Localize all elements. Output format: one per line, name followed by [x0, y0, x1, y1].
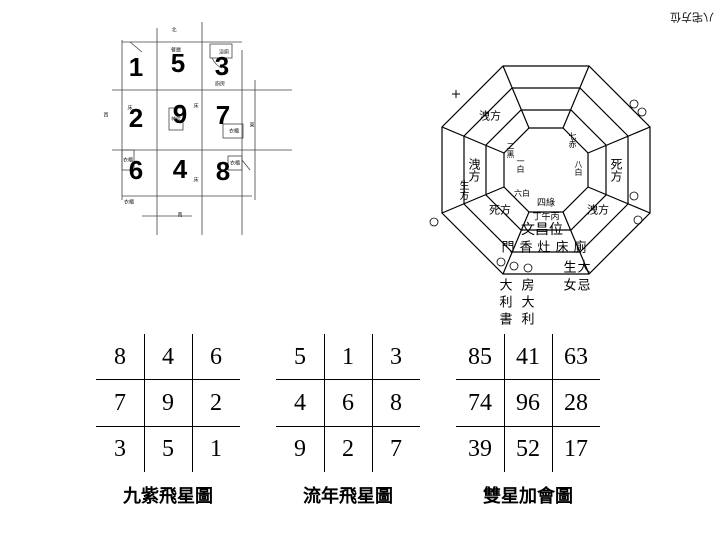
bagua-outer-stove: 灶 — [537, 240, 551, 256]
bagua-outer-li-1: 利 — [521, 312, 535, 328]
bagua-outer-incense: 香 — [519, 240, 533, 256]
grid3-caption: 雙星加會圖 — [483, 486, 573, 507]
grid3-cell-nw: 85 — [468, 343, 492, 370]
grid2-cell-ne: 3 — [390, 343, 402, 370]
bagua-outer-da-2: 大 — [521, 295, 535, 311]
grid1-cell-e: 2 — [210, 389, 222, 416]
bagua-inner-erhei: 二黑 — [506, 142, 515, 158]
annual-flying-star-chart: 5 1 3 4 6 8 9 2 7 — [276, 334, 420, 472]
plan-label-altar: 神位 — [170, 116, 182, 123]
grid3-cell-w: 74 — [468, 389, 492, 416]
grid2-cell-e: 8 — [390, 389, 402, 416]
double-star-combination-chart: 85 41 63 74 96 28 39 52 17 — [456, 334, 600, 472]
bagua-outer-door: 門 — [501, 240, 515, 256]
grid1-cell-n: 4 — [162, 343, 174, 370]
bagua-inner-sixiu: 四綠 — [536, 198, 556, 209]
plan-label-bed-2: 床 — [193, 177, 199, 184]
plan-label-wardrobe-1: 衣櫃 — [122, 157, 134, 164]
bagua-diagram: 八宅方位 文昌位 門 香 灶 床 廁 生 女 大 忌 房 大 利 大 利 書 死… — [372, 0, 720, 330]
plan-number-s: 4 — [172, 154, 188, 184]
bagua-middle-sw: 生方 — [457, 180, 468, 200]
bagua-middle-west: 洩方 — [467, 158, 481, 182]
plan-label-bath: 浴廁 — [218, 49, 230, 56]
plan-label-wardrobe-3: 衣櫃 — [229, 160, 241, 167]
bagua-inner-yibai: 一白 — [516, 157, 525, 173]
bagua-outer-bed: 床 — [555, 240, 569, 256]
bagua-inner-qichi: 七赤 — [568, 132, 577, 148]
bagua-outer-da-1: 大 — [577, 260, 591, 276]
grid1-cell-sw: 3 — [114, 435, 126, 462]
bagua-outer-ji: 忌 — [577, 278, 591, 294]
floor-plan: 1 5 3 2 9 7 6 4 8 北 南 西 東 廚房 浴廁 餐廳 床 床 床… — [103, 10, 292, 235]
grid1-cell-ne: 6 — [210, 343, 222, 370]
bagua-outer-shu: 書 — [499, 312, 513, 328]
plan-number-nw: 1 — [128, 52, 144, 82]
grid2-cell-nw: 5 — [294, 343, 306, 370]
floor-plan-lines — [112, 22, 292, 235]
plan-label-bed-1: 床 — [193, 103, 199, 110]
plan-label-kitchen: 廚房 — [214, 81, 226, 88]
grid1-cell-center: 9 — [162, 389, 174, 416]
bagua-inner-south: 丁午丙 — [532, 212, 560, 223]
grid1-cell-nw: 8 — [114, 343, 126, 370]
plan-number-sw: 6 — [128, 155, 144, 185]
bagua-outer-nv: 女 — [563, 278, 577, 294]
bagua-outer-toilet: 廁 — [573, 240, 587, 256]
bagua-middle-s-w: 死方 — [489, 203, 511, 217]
plan-number-n: 5 — [170, 48, 186, 78]
grid2-cell-n: 1 — [342, 343, 354, 370]
grid3-cell-s: 52 — [516, 435, 540, 462]
bagua-middle-east: 死方 — [609, 158, 623, 182]
plan-label-bed-3: 床 — [127, 105, 133, 112]
plan-label-west: 西 — [103, 112, 109, 119]
plan-number-ne: 3 — [214, 51, 230, 81]
bagua-outer-sheng: 生 — [563, 260, 577, 276]
bagua-inner-babai: 八白 — [574, 160, 583, 176]
grid3-cell-se: 17 — [564, 435, 588, 462]
grid2-caption: 流年飛星圖 — [303, 486, 393, 507]
plan-label-wardrobe-2: 衣櫃 — [228, 128, 240, 135]
bagua-inner-liubai: 六白 — [514, 189, 530, 198]
bagua-middle-se: 洩方 — [587, 203, 609, 217]
plan-number-w: 2 — [128, 103, 144, 133]
plan-label-south: 南 — [177, 212, 183, 219]
bagua-outer-fang: 房 — [521, 278, 535, 294]
bagua-outer-da-3: 大 — [499, 278, 513, 294]
grid3-cell-n: 41 — [516, 343, 540, 370]
plan-label-wardrobe-4: 衣櫃 — [123, 199, 135, 206]
grid3-cell-sw: 39 — [468, 435, 492, 462]
plan-number-center: 9 — [172, 99, 188, 129]
grid3-cell-center: 96 — [516, 389, 540, 416]
bagua-wenchang: 文昌位 — [521, 222, 563, 238]
plan-number-e: 7 — [215, 100, 231, 130]
grid2-cell-w: 4 — [294, 389, 306, 416]
grid2-cell-center: 6 — [342, 389, 354, 416]
bagua-title: 八宅方位 — [670, 10, 714, 24]
grid3-cell-e: 28 — [564, 389, 588, 416]
plan-label-dining: 餐廳 — [170, 47, 182, 54]
bagua-outer-li-2: 利 — [499, 295, 513, 311]
grid1-cell-s: 5 — [162, 435, 174, 462]
plan-label-north: 北 — [171, 27, 177, 34]
grid3-cell-ne: 63 — [564, 343, 588, 370]
nine-purple-star-chart: 8 4 6 7 9 2 3 5 1 — [96, 334, 240, 472]
bagua-middle-nw: 洩方 — [479, 109, 501, 123]
grid1-cell-se: 1 — [210, 435, 222, 462]
bagua-octagon-rings — [429, 65, 651, 275]
plan-number-se: 8 — [215, 156, 231, 186]
grid1-cell-w: 7 — [114, 389, 126, 416]
grid2-cell-s: 2 — [342, 435, 354, 462]
grid2-cell-se: 7 — [390, 435, 402, 462]
grid2-cell-sw: 9 — [294, 435, 306, 462]
grid1-caption: 九紫飛星圖 — [123, 486, 213, 507]
plan-label-east: 東 — [249, 122, 255, 129]
